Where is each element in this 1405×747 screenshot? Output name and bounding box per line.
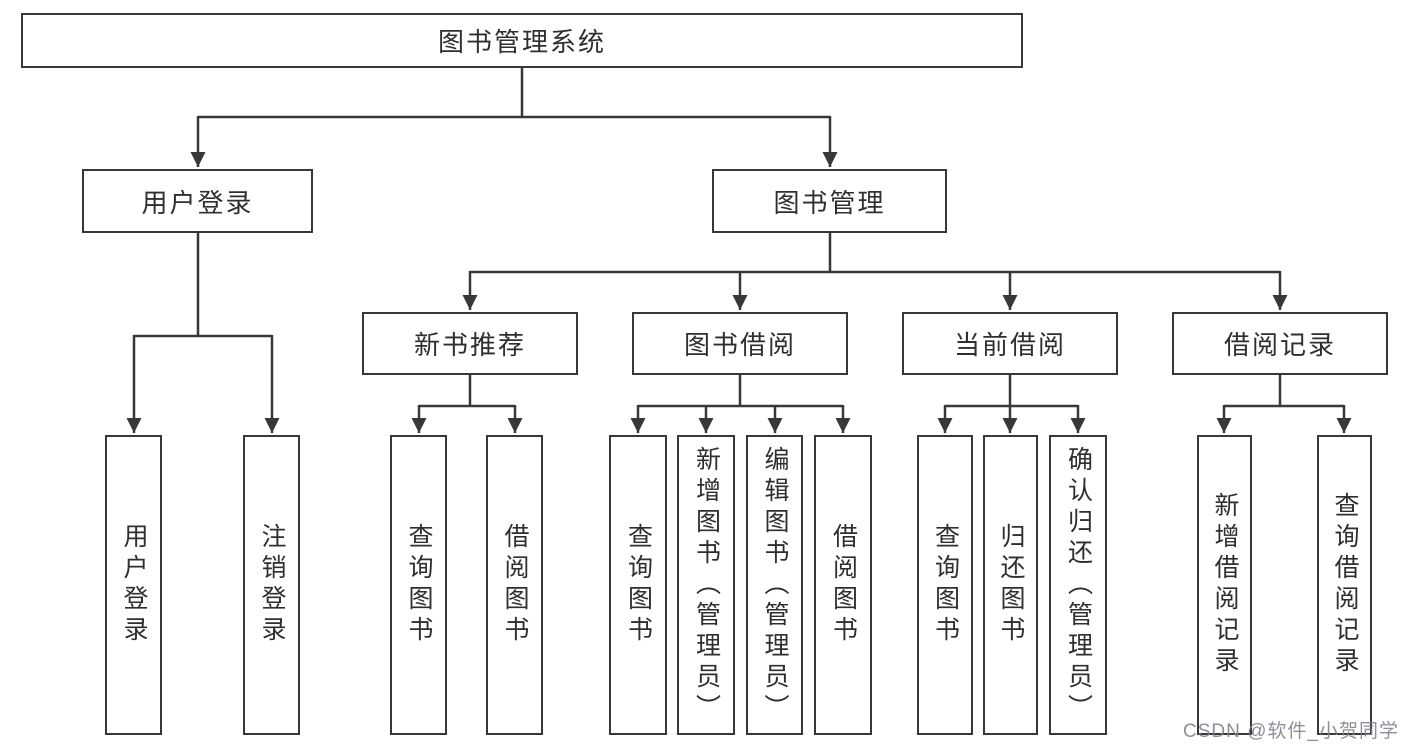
node-label: 归还图书 — [997, 523, 1025, 647]
node-label: 当前借阅 — [953, 330, 1066, 360]
node-library-management-system: 图书管理系统 — [21, 13, 1023, 68]
leaf-add-borrow-record: 新增借阅记录 — [1197, 435, 1252, 735]
leaf-user-login: 用户登录 — [105, 435, 162, 735]
leaf-query-books-current: 查询图书 — [917, 435, 973, 735]
node-current-borrowing: 当前借阅 — [902, 312, 1118, 375]
node-label: 查询图书 — [624, 523, 653, 647]
node-label: 用户登录 — [141, 187, 254, 218]
leaf-query-books-recommend: 查询图书 — [390, 435, 447, 735]
node-label: 新书推荐 — [413, 330, 526, 360]
node-label: 图书借阅 — [683, 330, 796, 360]
node-label: 图书管理 — [773, 187, 886, 218]
leaf-logout: 注销登录 — [243, 435, 300, 735]
node-label: 查询借阅记录 — [1331, 492, 1359, 678]
node-label: 查询图书 — [931, 523, 960, 647]
node-borrowing-records: 借阅记录 — [1172, 312, 1388, 375]
node-label: 新增图书（管理员） — [692, 445, 721, 725]
leaf-query-borrow-record: 查询借阅记录 — [1317, 435, 1372, 735]
node-label: 借阅图书 — [501, 523, 529, 647]
node-label: 确认归还（管理员） — [1064, 445, 1093, 725]
node-book-borrowing: 图书借阅 — [632, 312, 848, 375]
node-label: 图书管理系统 — [437, 27, 606, 57]
node-label: 注销登录 — [258, 523, 286, 647]
node-new-book-recommendation: 新书推荐 — [362, 312, 578, 375]
node-label: 借阅图书 — [829, 523, 858, 647]
leaf-edit-book-admin: 编辑图书（管理员） — [746, 435, 803, 735]
node-label: 新增借阅记录 — [1211, 492, 1239, 678]
leaf-return-books: 归还图书 — [983, 435, 1038, 735]
node-book-management: 图书管理 — [712, 169, 947, 233]
node-user-login: 用户登录 — [82, 169, 313, 233]
leaf-borrow-books-borrowing: 借阅图书 — [814, 435, 872, 735]
node-label: 用户登录 — [120, 523, 148, 647]
watermark: CSDN @软件_小贺同学 — [1183, 721, 1399, 742]
leaf-add-book-admin: 新增图书（管理员） — [677, 435, 735, 735]
node-label: 借阅记录 — [1223, 330, 1336, 360]
leaf-query-books-borrowing: 查询图书 — [609, 435, 667, 735]
node-label: 查询图书 — [405, 523, 433, 647]
leaf-borrow-books-recommend: 借阅图书 — [486, 435, 543, 735]
leaf-confirm-return-admin: 确认归还（管理员） — [1049, 435, 1107, 735]
node-label: 编辑图书（管理员） — [761, 445, 789, 725]
